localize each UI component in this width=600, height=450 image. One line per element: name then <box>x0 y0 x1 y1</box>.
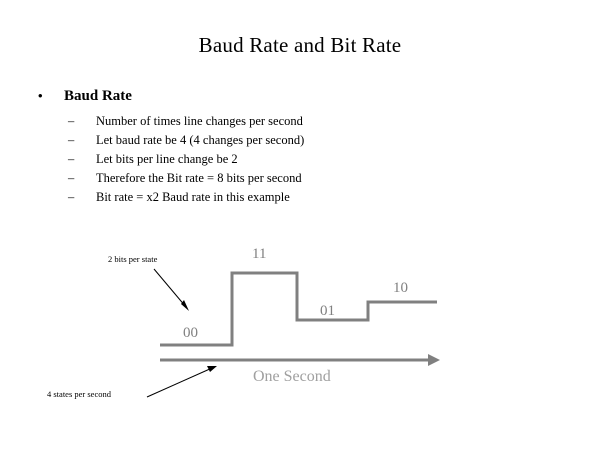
state-label-10: 10 <box>393 280 408 296</box>
list-item: – Number of times line changes per second <box>68 112 488 131</box>
bits-per-state-leader-line <box>153 268 187 308</box>
list-item-text: Let baud rate be 4 (4 changes per second… <box>96 133 305 147</box>
list-item: – Let bits per line change be 2 <box>68 150 488 169</box>
list-item: – Therefore the Bit rate = 8 bits per sec… <box>68 169 488 188</box>
bullet-level1-label: Baud Rate <box>64 88 132 104</box>
annotation-bits-per-state: 2 bits per state <box>108 254 158 264</box>
states-per-second-leader-line <box>146 367 213 398</box>
bullet-marker-icon: • <box>38 88 43 103</box>
dash-marker-icon: – <box>68 114 75 128</box>
sub-bullet-list: – Number of times line changes per second… <box>68 112 488 207</box>
dash-marker-icon: – <box>68 190 75 204</box>
dash-marker-icon: – <box>68 152 75 166</box>
list-item: – Bit rate = x2 Baud rate in this example <box>68 188 488 207</box>
bits-per-state-arrowhead-icon <box>181 300 189 311</box>
list-item-text: Number of times line changes per second <box>96 114 303 128</box>
dash-marker-icon: – <box>68 171 75 185</box>
page-title: Baud Rate and Bit Rate <box>198 33 402 57</box>
state-label-00: 00 <box>183 325 198 341</box>
dash-marker-icon: – <box>68 133 75 147</box>
state-label-11: 11 <box>252 246 267 262</box>
state-label-01: 01 <box>320 303 335 319</box>
axis-label-one-second: One Second <box>253 368 331 385</box>
bullet-level1: • Baud Rate <box>38 88 132 105</box>
annotation-states-per-second: 4 states per second <box>47 389 111 399</box>
states-per-second-arrowhead-icon <box>207 366 217 372</box>
list-item-text: Therefore the Bit rate = 8 bits per seco… <box>96 171 302 185</box>
list-item-text: Bit rate = x2 Baud rate in this example <box>96 190 290 204</box>
list-item-text: Let bits per line change be 2 <box>96 152 238 166</box>
list-item: – Let baud rate be 4 (4 changes per secon… <box>68 131 488 150</box>
time-axis-arrowhead-icon <box>428 354 440 366</box>
